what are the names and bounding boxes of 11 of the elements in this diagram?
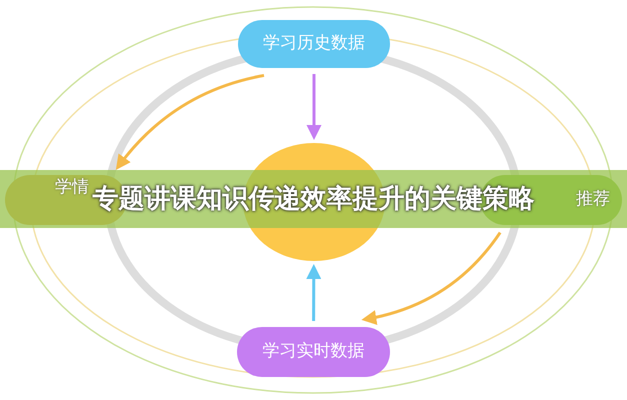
arrow [306,74,322,140]
data-pill [238,20,390,68]
data-pill [237,327,390,377]
node-label: 学习实时数据 [262,340,364,364]
node-label: 学情 [55,176,89,199]
node-label: 推荐 [576,188,610,212]
arrow [361,232,502,325]
title: 专题讲课知识传递效率提升的关键策略 [92,182,534,216]
arrow [306,264,322,321]
arrow [116,74,264,170]
node-label: 学习历史数据 [263,32,365,56]
